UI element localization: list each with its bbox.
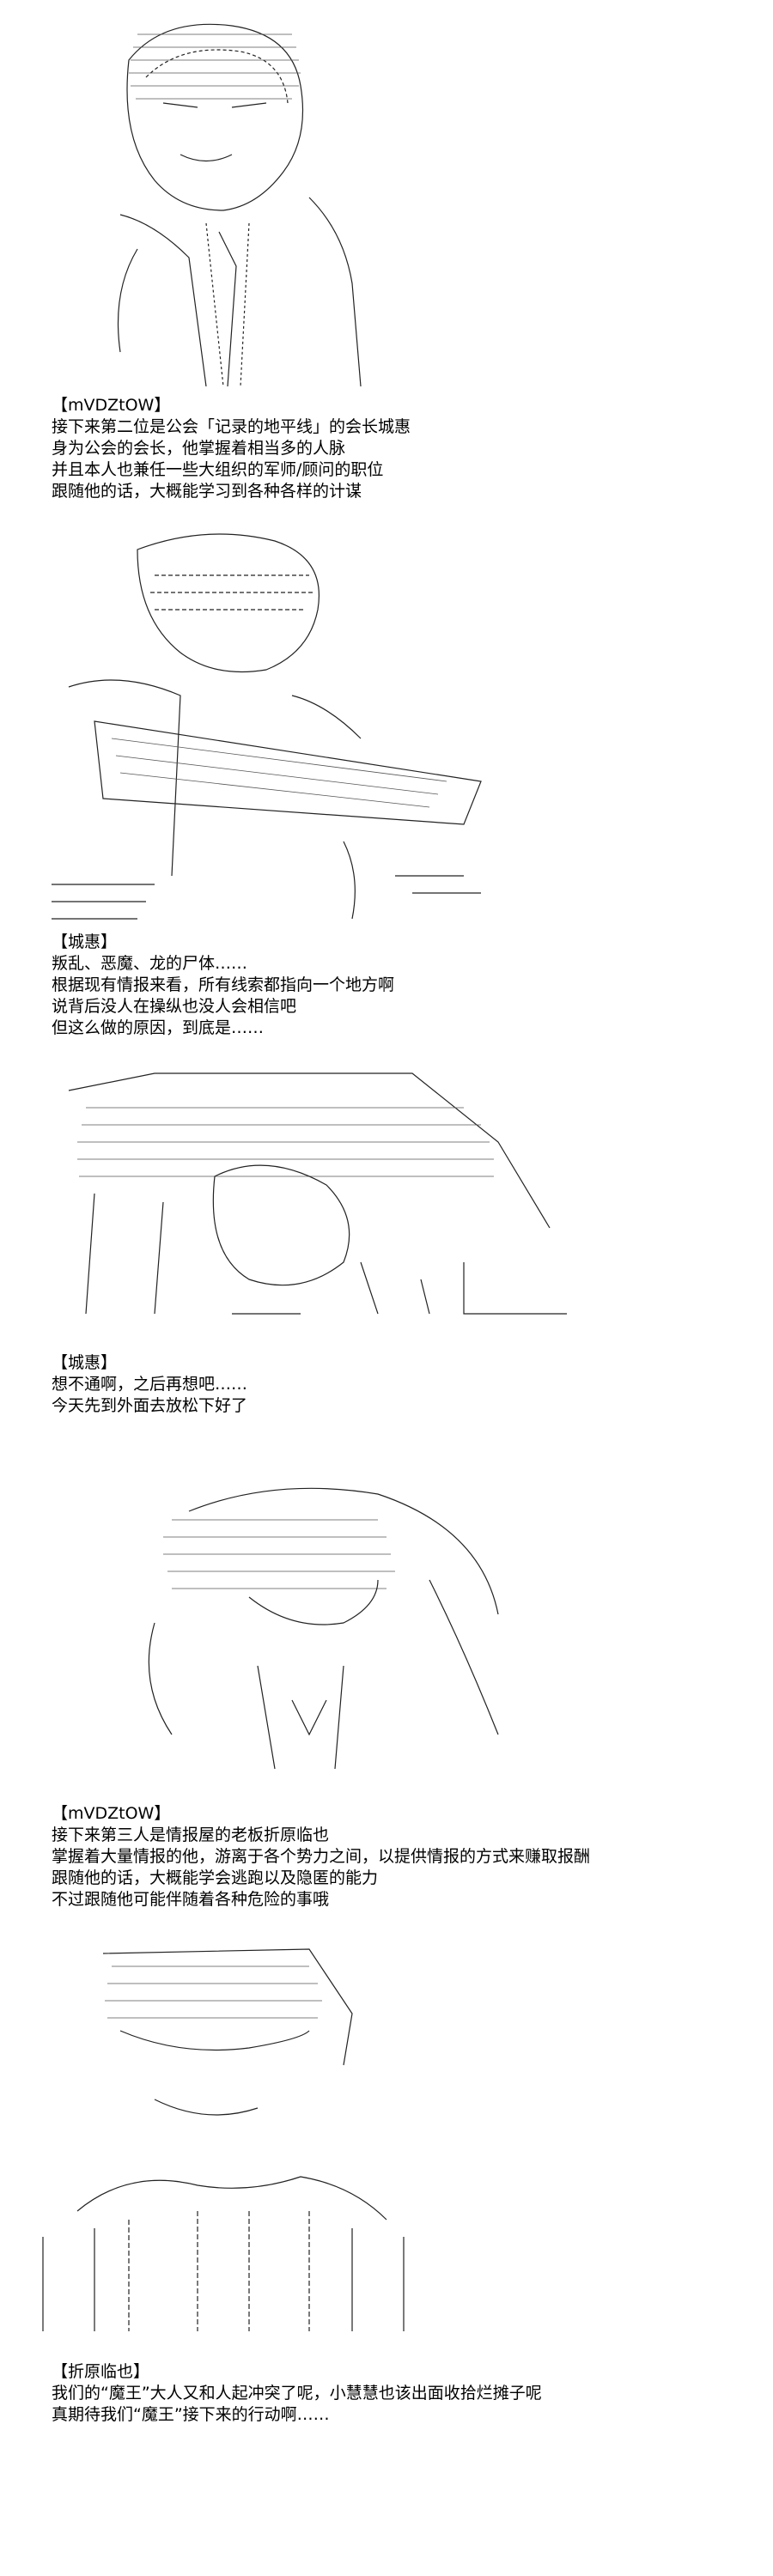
dialog-line: 我们的“魔王”大人又和人起冲突了呢，小慧慧也该出面收拾烂摊子呢 (52, 2384, 542, 2403)
dialog-box-5: 【折原临也】 我们的“魔王”大人又和人起冲突了呢，小慧慧也该出面收拾烂摊子呢 真… (52, 2361, 542, 2426)
dialog-line: 接下来第三人是情报屋的老板折原临也 (52, 1826, 330, 1844)
dialog-line: 掌握着大量情报的他，游离于各个势力之间，以提供情报的方式来赚取报酬 (52, 1847, 591, 1866)
ascii-art-character-1 (34, 9, 481, 386)
dialog-line: 不过跟随他可能伴随着各种危险的事哦 (52, 1890, 330, 1909)
dialog-line: 叛乱、恶魔、龙的尸体…… (52, 954, 248, 973)
ascii-art-character-2 (34, 515, 515, 927)
dialog-line: 并且本人也兼任一些大组织的军师/顾问的职位 (52, 460, 384, 479)
dialog-line: 想不通啊，之后再想吧…… (52, 1375, 248, 1394)
dialog-line: 真期待我们“魔王”接下来的行动啊…… (52, 2405, 330, 2424)
ascii-art-character-3 (17, 1056, 567, 1331)
dialog-line: 说背后没人在操纵也没人会相信吧 (52, 997, 297, 1016)
dialog-line: 接下来第二位是公会「记录的地平线」的会长城惠 (52, 417, 411, 436)
ascii-art-character-5 (26, 1928, 472, 2348)
speaker-name: 【mVDZtOW】 (52, 396, 171, 415)
dialog-box-1: 【mVDZtOW】 接下来第二位是公会「记录的地平线」的会长城惠 身为公会的会长… (52, 395, 411, 502)
speaker-name: 【折原临也】 (52, 2362, 150, 2381)
dialog-box-2: 【城惠】 叛乱、恶魔、龙的尸体…… 根据现有情报来看，所有线索都指向一个地方啊 … (52, 932, 394, 1039)
ascii-art-character-4 (120, 1477, 567, 1786)
speaker-name: 【城惠】 (52, 1353, 118, 1372)
dialog-box-4: 【mVDZtOW】 接下来第三人是情报屋的老板折原临也 掌握着大量情报的他，游离… (52, 1803, 590, 1911)
dialog-line: 但这么做的原因，到底是…… (52, 1018, 265, 1037)
dialog-box-3: 【城惠】 想不通啊，之后再想吧…… 今天先到外面去放松下好了 (52, 1352, 247, 1417)
dialog-line: 跟随他的话，大概能学习到各种各样的计谋 (52, 482, 362, 501)
speaker-name: 【城惠】 (52, 933, 118, 951)
dialog-line: 跟随他的话，大概能学会逃跑以及隐匿的能力 (52, 1868, 379, 1887)
dialog-line: 今天先到外面去放松下好了 (52, 1396, 248, 1415)
dialog-line: 身为公会的会长，他掌握着相当多的人脉 (52, 439, 346, 458)
dialog-line: 根据现有情报来看，所有线索都指向一个地方啊 (52, 975, 395, 994)
speaker-name: 【mVDZtOW】 (52, 1804, 171, 1823)
